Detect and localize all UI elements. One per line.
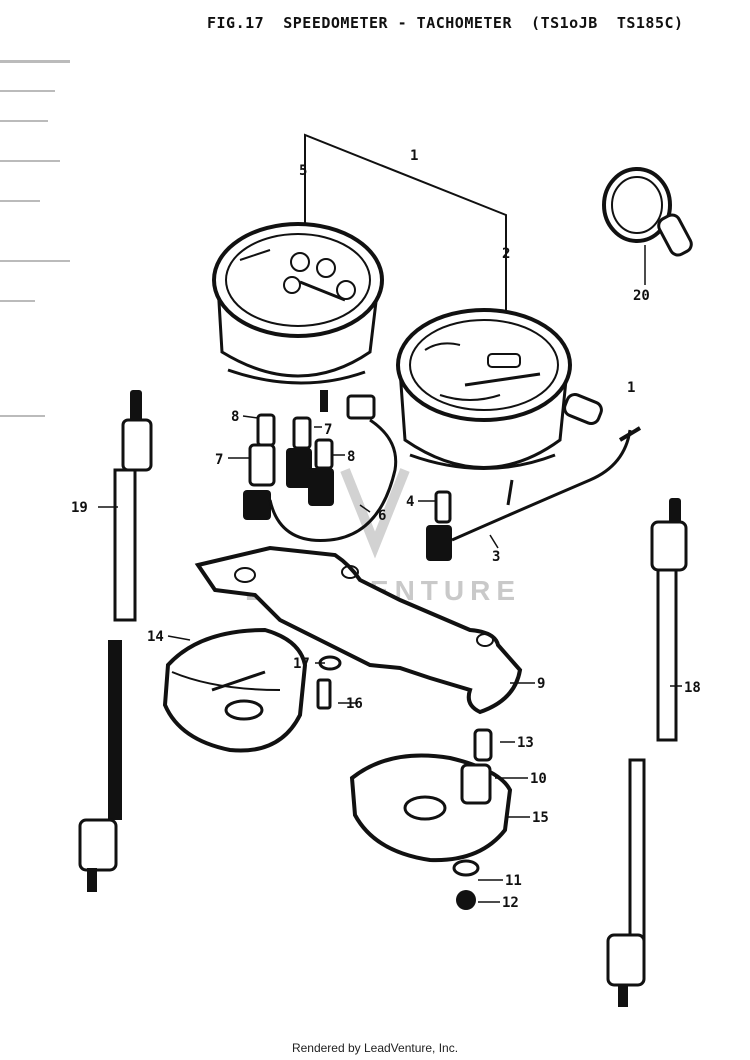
bulb-sockets-tach bbox=[243, 394, 398, 542]
callout-10: 10 bbox=[530, 771, 547, 787]
leader-lines bbox=[98, 415, 682, 903]
meter-band bbox=[602, 167, 693, 285]
callout-8b: 8 bbox=[347, 449, 355, 465]
tach-cable bbox=[78, 390, 153, 892]
speedo-cable bbox=[606, 498, 688, 1007]
callout-5: 5 bbox=[299, 163, 307, 179]
bulb-socket-speedo bbox=[426, 426, 642, 561]
callout-19: 19 bbox=[71, 500, 88, 516]
callout-18: 18 bbox=[684, 680, 701, 696]
callout-7b: 7 bbox=[215, 452, 223, 468]
mounting-plate bbox=[194, 545, 523, 715]
callout-20: 20 bbox=[633, 288, 650, 304]
callout-4: 4 bbox=[406, 494, 414, 510]
callouts: 1 5 2 20 1 8 7 7 8 4 19 6 3 14 17 9 18 1… bbox=[71, 148, 701, 911]
callout-3: 3 bbox=[492, 549, 500, 565]
callout-9: 9 bbox=[537, 676, 545, 692]
group-bracket bbox=[304, 133, 507, 315]
tachometer bbox=[212, 222, 384, 412]
callout-1b: 1 bbox=[627, 380, 635, 396]
callout-12: 12 bbox=[502, 895, 519, 911]
callout-14: 14 bbox=[147, 629, 164, 645]
figure-title: FIG.17 SPEEDOMETER - TACHOMETER (TS1oJB … bbox=[207, 14, 684, 32]
callout-11: 11 bbox=[505, 873, 522, 889]
hardware bbox=[316, 655, 480, 910]
lower-case-tach bbox=[162, 627, 308, 753]
callout-1: 1 bbox=[410, 148, 418, 164]
footer-credit: Rendered by LeadVenture, Inc. bbox=[291, 1041, 459, 1055]
callout-6: 6 bbox=[378, 508, 386, 524]
callout-7a: 7 bbox=[324, 422, 332, 438]
speedometer bbox=[396, 308, 603, 506]
callout-8a: 8 bbox=[231, 409, 239, 425]
scan-noise bbox=[0, 60, 70, 417]
callout-15: 15 bbox=[532, 810, 549, 826]
callout-17: 17 bbox=[293, 656, 310, 672]
callout-13: 13 bbox=[517, 735, 534, 751]
lower-case-speedo bbox=[349, 728, 513, 863]
callout-2: 2 bbox=[502, 246, 510, 262]
callout-16: 16 bbox=[346, 696, 363, 712]
